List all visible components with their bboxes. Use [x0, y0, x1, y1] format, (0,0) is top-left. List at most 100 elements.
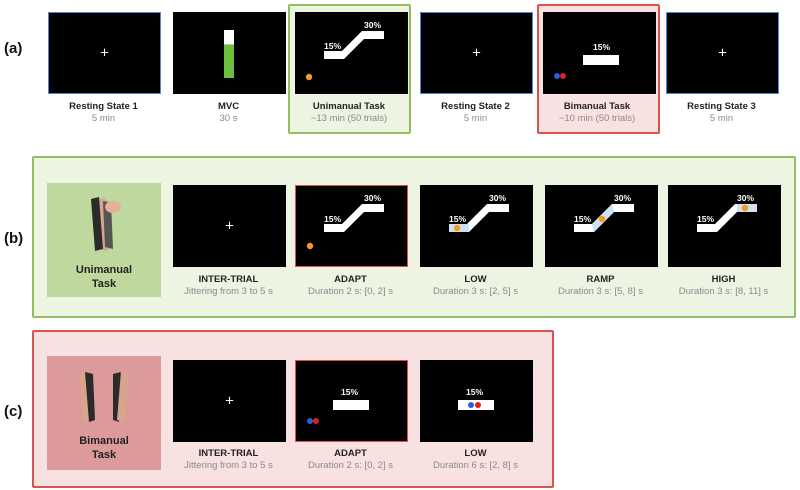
high-percent-label: 30% [364, 20, 381, 30]
bimanual-task-caption: Bimanual Task ~10 min (50 trials) [534, 101, 660, 125]
low-percent-label: 15% [697, 214, 714, 224]
caption-sub: 5 min [463, 113, 488, 124]
target-bar [333, 400, 369, 410]
caption-sub: Duration 3 s: [5, 8] s [557, 286, 643, 297]
ramp-screen: 15% 30% [545, 185, 658, 267]
high-percent-label: 30% [614, 193, 631, 203]
low-percent-label: 15% [324, 214, 341, 224]
cursor-dot [598, 215, 606, 223]
caption-title: Resting State 2 [441, 101, 510, 112]
target-bar [583, 55, 619, 65]
bar-stimulus: 15% [458, 387, 494, 410]
low-caption: LOW Duration 6 s: [2, 8] s [405, 448, 546, 472]
left-cursor-dot [307, 418, 313, 424]
row-label-b: (b) [4, 230, 24, 247]
fixation-cross: + [225, 392, 234, 410]
ramp-caption: RAMP Duration 3 s: [5, 8] s [530, 274, 671, 298]
low-percent-label: 15% [466, 387, 483, 397]
caption-sub: ~13 min (50 trials) [310, 113, 388, 124]
fixation-cross: + [718, 44, 727, 62]
right-cursor-dot [313, 418, 319, 424]
caption-title: INTER-TRIAL [198, 448, 259, 459]
caption-sub: Duration 2 s: [0, 2] s [307, 286, 393, 297]
mvc-gauge-fill [224, 44, 234, 78]
caption-sub: Duration 6 s: [2, 8] s [432, 460, 518, 471]
cursor-dot [453, 224, 461, 232]
caption-title: Resting State 3 [687, 101, 756, 112]
caption-title: LOW [464, 448, 487, 459]
high-screen: 15% 30% [668, 185, 781, 267]
task-tile-label: Bimanual Task [79, 435, 129, 461]
caption-title: Resting State 1 [69, 101, 138, 112]
caption-title: HIGH [711, 274, 736, 285]
ramp-stimulus: 15% 30% [449, 193, 509, 232]
cursor-dot [305, 73, 313, 81]
caption-title: Unimanual Task [312, 101, 386, 112]
adapt-screen: 15% 30% [295, 185, 408, 267]
right-cursor-dot [475, 402, 481, 408]
caption-sub: 5 min [91, 113, 116, 124]
inter-trial-screen: + [173, 185, 286, 267]
resting-state-3-screen: + [666, 12, 779, 94]
caption-sub: 5 min [709, 113, 734, 124]
caption-sub: Duration 3 s: [8, 11] s [678, 286, 769, 297]
caption-title: Bimanual Task [563, 101, 631, 112]
right-cursor-dot [560, 73, 566, 79]
adapt-caption: ADAPT Duration 2 s: [0, 2] s [280, 448, 421, 472]
unimanual-task-screen: 15% 30% [295, 12, 408, 94]
caption-title: ADAPT [334, 448, 367, 459]
low-screen: 15% 30% [420, 185, 533, 267]
ramp-track [324, 31, 384, 59]
bimanual-task-screen: 15% [543, 12, 656, 94]
ramp-stimulus: 15% 30% [574, 193, 634, 232]
two-hand-grip-icon [79, 371, 129, 422]
unimanual-task-tile: Unimanual Task [47, 183, 161, 297]
mvc-screen [173, 12, 286, 94]
caption-sub: Jittering from 3 to 5 s [184, 286, 273, 297]
ramp-track [324, 204, 384, 232]
caption-title: INTER-TRIAL [198, 274, 259, 285]
low-percent-label: 15% [593, 42, 610, 52]
one-hand-grip-icon [91, 197, 121, 251]
caption-sub: Duration 3 s: [2, 5] s [432, 286, 518, 297]
resting-state-2-caption: Resting State 2 5 min [410, 101, 541, 125]
caption-title: ADAPT [334, 274, 367, 285]
cursor-dot [741, 204, 749, 212]
caption-sub: 30 s [219, 113, 238, 124]
inter-trial-caption: INTER-TRIAL Jittering from 3 to 5 s [158, 274, 299, 298]
high-percent-label: 30% [489, 193, 506, 203]
task-tile-label: Unimanual Task [75, 264, 133, 290]
caption-title: RAMP [586, 274, 615, 285]
low-percent-label: 15% [324, 41, 341, 51]
bimanual-task-tile: Bimanual Task [47, 356, 161, 470]
adapt-screen: 15% [295, 360, 408, 442]
low-percent-label: 15% [449, 214, 466, 224]
caption-title: LOW [464, 274, 487, 285]
high-caption: HIGH Duration 3 s: [8, 11] s [653, 274, 794, 298]
bar-stimulus: 15% [554, 42, 619, 79]
resting-state-3-caption: Resting State 3 5 min [656, 101, 787, 125]
cursor-dot [306, 242, 314, 250]
resting-state-1-screen: + [48, 12, 161, 94]
caption-sub: Duration 2 s: [0, 2] s [307, 460, 393, 471]
caption-title: MVC [217, 101, 240, 112]
high-percent-label: 30% [737, 193, 754, 203]
ramp-stimulus: 15% 30% [697, 193, 757, 232]
resting-state-2-screen: + [420, 12, 533, 94]
mvc-caption: MVC 30 s [163, 101, 294, 125]
mvc-gauge [224, 30, 234, 78]
row-label-c: (c) [4, 403, 23, 420]
left-cursor-dot [468, 402, 474, 408]
fixation-cross: + [100, 44, 109, 62]
fixation-cross: + [225, 217, 234, 235]
low-percent-label: 15% [341, 387, 358, 397]
low-caption: LOW Duration 3 s: [2, 5] s [405, 274, 546, 298]
unimanual-task-caption: Unimanual Task ~13 min (50 trials) [286, 101, 412, 125]
high-percent-label: 30% [364, 193, 381, 203]
caption-sub: Jittering from 3 to 5 s [184, 460, 273, 471]
fixation-cross: + [472, 44, 481, 62]
left-cursor-dot [554, 73, 560, 79]
ramp-stimulus: 15% 30% [305, 20, 384, 81]
resting-state-1-caption: Resting State 1 5 min [38, 101, 169, 125]
inter-trial-screen: + [173, 360, 286, 442]
